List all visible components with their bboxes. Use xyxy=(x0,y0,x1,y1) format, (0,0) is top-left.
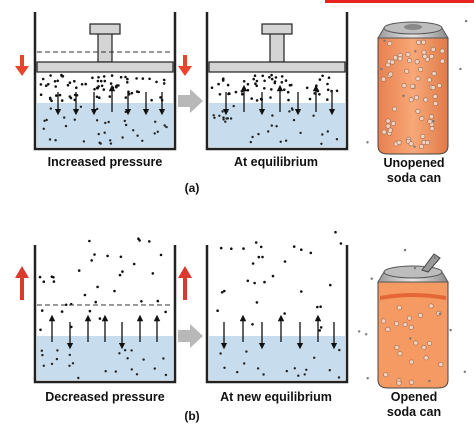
panel-b: Decreased pressure At new equilibrium Op… xyxy=(15,230,466,423)
exchange-arrows xyxy=(222,84,336,116)
red-down-arrow-icon xyxy=(15,55,29,76)
unopened-soda-can xyxy=(377,21,449,155)
red-up-arrow-icon xyxy=(178,266,192,300)
panel-a: Increased pressure At equilibrium Unopen… xyxy=(15,12,468,195)
red-up-arrow-icon xyxy=(15,266,29,300)
accent-bar xyxy=(325,0,474,3)
dissolved-molecules xyxy=(212,104,339,145)
gray-right-arrow-icon xyxy=(178,89,203,113)
pull-tab-icon xyxy=(421,253,441,273)
dissolved-molecules xyxy=(42,105,168,145)
container-decreased-pressure xyxy=(15,237,192,384)
exchange-arrows xyxy=(220,314,338,350)
piston-plate xyxy=(208,61,346,73)
opened-soda-can xyxy=(377,253,449,389)
dissolved-molecules xyxy=(219,348,341,379)
caption-at-new-equilibrium: At new equilibrium xyxy=(220,390,332,404)
caption-soda-can: soda can xyxy=(387,405,441,419)
surrounding-gas xyxy=(366,19,468,148)
container-increased-pressure xyxy=(15,12,192,151)
container-at-new-equilibrium xyxy=(205,230,349,384)
caption-unopened: Unopened xyxy=(383,156,444,170)
panel-marker-a: (a) xyxy=(185,181,200,195)
caption-soda-can: soda can xyxy=(387,171,441,185)
gas-molecules xyxy=(38,237,167,332)
exchange-arrows xyxy=(48,314,161,350)
piston-handle xyxy=(89,23,121,35)
piston-handle xyxy=(261,23,293,35)
caption-opened: Opened xyxy=(391,390,438,404)
exchange-arrows xyxy=(54,84,166,116)
gray-right-arrow-icon xyxy=(178,324,203,348)
gas-molecules xyxy=(210,73,339,102)
panel-marker-b: (b) xyxy=(184,409,199,423)
surrounding-gas xyxy=(358,248,466,383)
red-down-arrow-icon xyxy=(178,55,192,76)
dissolved-molecules xyxy=(40,349,168,380)
caption-at-equilibrium: At equilibrium xyxy=(234,155,318,169)
gas-molecules xyxy=(216,230,343,332)
container-at-equilibrium xyxy=(205,12,349,151)
caption-increased-pressure: Increased pressure xyxy=(48,155,163,169)
piston-plate xyxy=(36,61,174,73)
caption-decreased-pressure: Decreased pressure xyxy=(45,390,165,404)
